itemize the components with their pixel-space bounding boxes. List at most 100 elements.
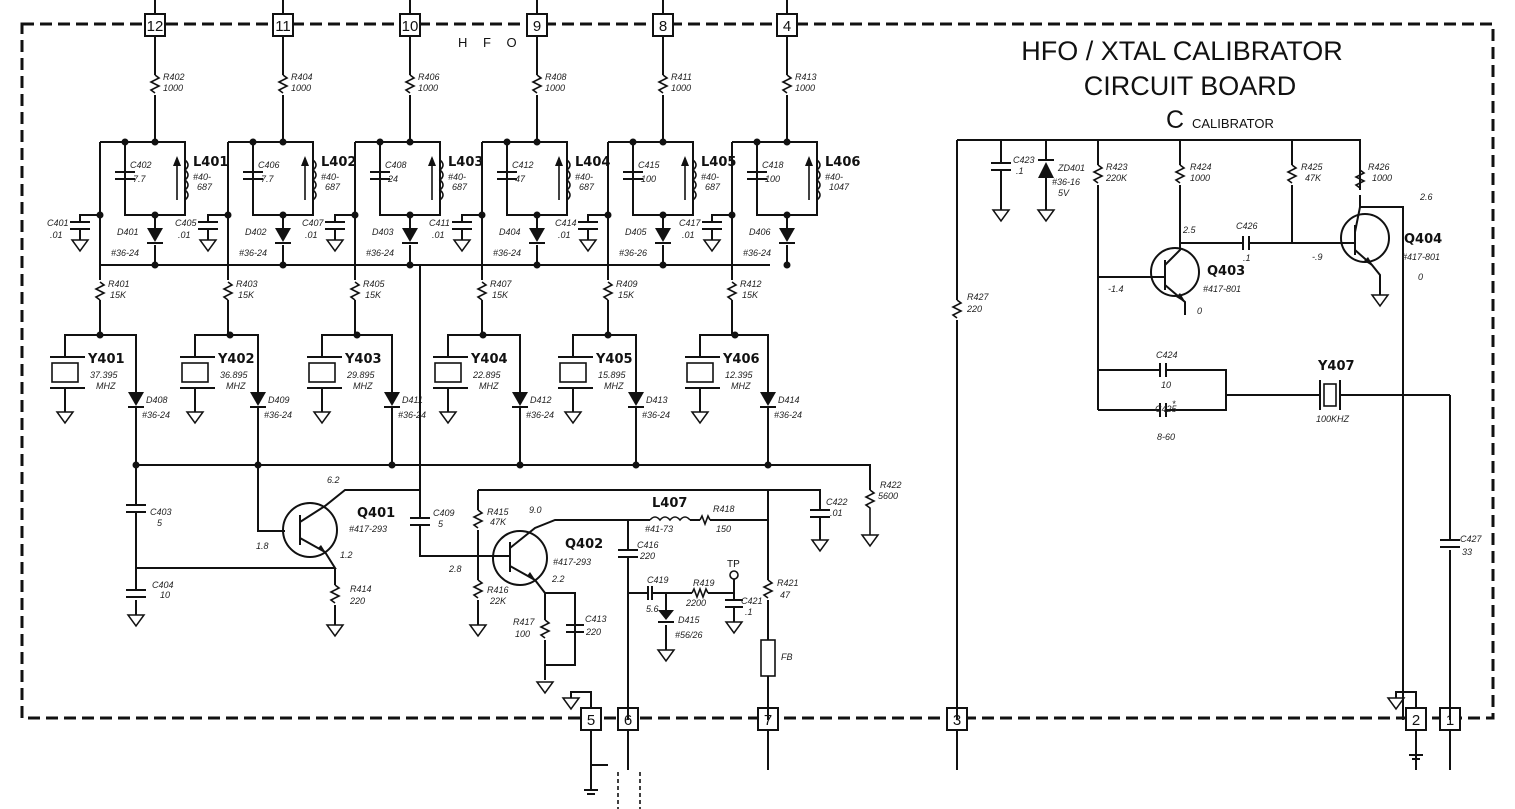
ground-icon	[810, 539, 830, 553]
tuned-circuit-wiring	[334, 36, 441, 335]
svg-text:R422: R422	[880, 480, 902, 490]
inductor-label: L402	[321, 155, 356, 170]
svg-text:220: 220	[349, 596, 365, 606]
resistor-value: 15K	[238, 290, 255, 300]
svg-text:47K: 47K	[1305, 173, 1322, 183]
inductor-part: #40-	[701, 172, 719, 182]
inductor-part: #40-	[321, 172, 339, 182]
bypass-cap-value: .01	[558, 230, 571, 240]
junction-dot	[731, 331, 739, 339]
diode-part: #36-24	[366, 248, 394, 258]
ground-icon	[70, 239, 90, 253]
q403-base-voltage: -1.4	[1108, 284, 1124, 294]
r421-symbol	[762, 579, 774, 599]
svg-text:C409: C409	[433, 508, 455, 518]
y407-label: Y407	[1317, 359, 1355, 374]
crystal-unit: MHZ	[353, 381, 373, 391]
crystal-plates	[180, 356, 215, 389]
diode-part: #36-26	[619, 248, 647, 258]
diode-label: D412	[530, 395, 552, 405]
r418-symbol	[699, 514, 711, 527]
svg-text:#417-801: #417-801	[1402, 252, 1440, 262]
svg-text:R427: R427	[967, 292, 990, 302]
varactor-diode-icon	[655, 228, 671, 242]
bypass-cap-label: C405	[175, 218, 198, 228]
svg-text:R415: R415	[487, 507, 510, 517]
svg-text:.01: .01	[830, 508, 843, 518]
switching-diode-icon	[512, 392, 528, 406]
junction-dot	[478, 211, 486, 219]
junction-dot	[659, 211, 667, 219]
diode-label: D408	[146, 395, 168, 405]
crystal-frequency: 29.895	[346, 370, 376, 380]
inductor-part: #40-	[448, 172, 466, 182]
junction-dot	[533, 138, 541, 146]
svg-text:8-60: 8-60	[1157, 432, 1175, 442]
diode-part: #36-24	[526, 410, 554, 420]
svg-text:#56/26: #56/26	[675, 630, 703, 640]
svg-text:.1: .1	[1243, 253, 1251, 263]
capacitor-value: 47	[515, 174, 526, 184]
svg-text:R421: R421	[777, 578, 799, 588]
junction-dot	[279, 138, 287, 146]
c421-symbol	[725, 599, 743, 608]
q402-label: Q402	[565, 537, 603, 552]
inductor-icon	[815, 159, 821, 201]
junction-dot	[151, 138, 159, 146]
resistor-value: 1000	[418, 83, 438, 93]
capacitor-label: C418	[762, 160, 784, 170]
junction-dot	[406, 138, 414, 146]
crystal-unit: MHZ	[731, 381, 751, 391]
diode-part: #36-24	[774, 410, 802, 420]
crystal-bank: Y40137.395MHZD408#36-24Y40236.895MHZD409…	[50, 331, 802, 469]
svg-text:D415: D415	[678, 615, 701, 625]
ground-icon	[860, 534, 880, 548]
ground-wiring	[570, 691, 1423, 795]
resistor-value: 15K	[742, 290, 759, 300]
svg-text:47K: 47K	[490, 517, 507, 527]
diode-label: D404	[499, 227, 521, 237]
ground-icon	[185, 411, 205, 425]
tuning-arrow-icon	[681, 156, 689, 166]
terminal-9: 9	[533, 18, 541, 35]
bypass-cap-value: .01	[305, 230, 318, 240]
varactor-diode-icon	[275, 228, 291, 242]
q401-transistor-icon	[282, 502, 338, 558]
resistor-label: R413	[795, 72, 817, 82]
inductor-part: 687	[197, 182, 213, 192]
svg-text:R414: R414	[350, 584, 372, 594]
resistor-value: 1000	[163, 83, 183, 93]
ground-icon	[468, 624, 488, 638]
inductor-part: 687	[325, 182, 341, 192]
capacitor-value: 7.7	[261, 174, 275, 184]
crystal-unit: MHZ	[479, 381, 499, 391]
ground-icon	[438, 411, 458, 425]
diode-label: D403	[372, 227, 394, 237]
capacitor-value: 24	[387, 174, 398, 184]
ground-icon	[1370, 294, 1390, 308]
q402-part: #417-293	[553, 557, 591, 567]
r424-symbol	[1174, 164, 1186, 184]
junction-dot	[279, 211, 287, 219]
crystal-frequency: 15.895	[598, 370, 627, 380]
junction-dot	[533, 211, 541, 219]
svg-text:22K: 22K	[489, 596, 507, 606]
diode-part: #36-24	[642, 410, 670, 420]
q401-collector-voltage: 6.2	[327, 475, 340, 485]
svg-text:10: 10	[160, 590, 170, 600]
resistor-value: 15K	[618, 290, 635, 300]
bypass-cap-value: .01	[178, 230, 191, 240]
ground-icon	[991, 209, 1011, 223]
resistor-value: 1000	[291, 83, 311, 93]
crystal-plates	[307, 356, 342, 389]
tuned-circuit-wiring	[79, 36, 186, 335]
resistor-symbol	[476, 281, 488, 301]
diode-part: #36-24	[264, 410, 292, 420]
junction-dot	[783, 138, 791, 146]
tuning-arrow-icon	[173, 156, 181, 166]
q404-emitter-voltage: 0	[1418, 272, 1423, 282]
tuning-arrow-icon	[555, 156, 563, 166]
resistor-label: R401	[108, 279, 130, 289]
capacitor-symbol	[115, 171, 135, 180]
junction-dot	[503, 138, 511, 146]
